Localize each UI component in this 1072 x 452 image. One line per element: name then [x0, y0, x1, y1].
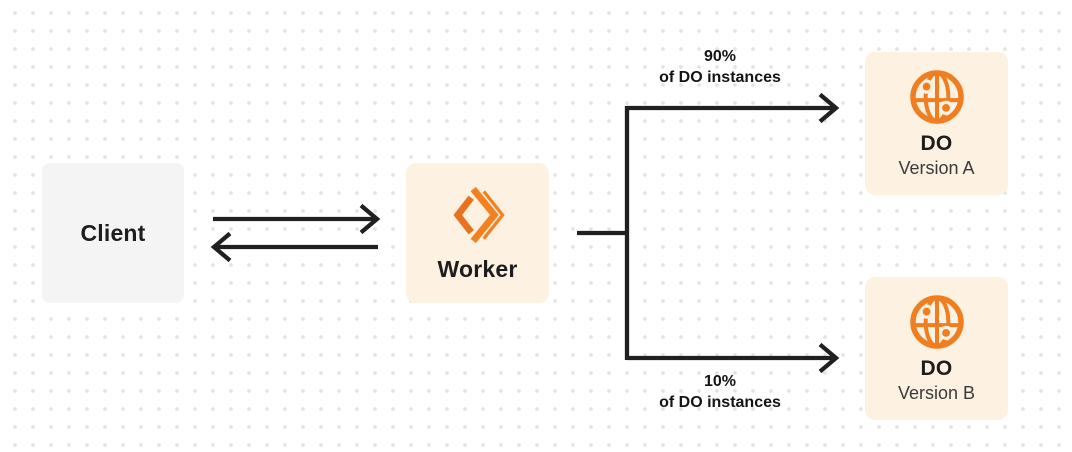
- edge-label-90-percent: 90% of DO instances: [620, 46, 820, 88]
- arrow-to-do-version-b: [627, 342, 840, 374]
- node-do-version-b: DO Version B: [865, 277, 1008, 420]
- do-a-version-label: Version A: [898, 158, 975, 178]
- arrow-client-to-worker: [213, 203, 381, 235]
- arrow-to-do-version-a: [627, 92, 840, 124]
- do-b-version-label: Version B: [897, 383, 976, 403]
- client-label: Client: [80, 219, 146, 246]
- globe-icon: [909, 70, 964, 124]
- edge-caption-text: of DO instances: [659, 69, 781, 86]
- arrow-worker-to-client: [210, 231, 378, 263]
- edge-percent-text: 90%: [703, 48, 737, 65]
- node-client: Client: [42, 163, 184, 303]
- split-trunk-line: [577, 106, 630, 360]
- edge-label-10-percent: 10% of DO instances: [620, 371, 820, 413]
- worker-label: Worker: [437, 255, 518, 282]
- edge-percent-text: 10%: [703, 373, 737, 390]
- node-worker: Worker: [406, 163, 549, 303]
- node-do-version-a: DO Version A: [865, 52, 1008, 195]
- globe-icon: [909, 295, 964, 349]
- workers-brackets-icon: [452, 186, 505, 243]
- do-b-label: DO: [920, 357, 953, 380]
- edge-caption-text: of DO instances: [659, 394, 781, 411]
- do-a-label: DO: [920, 132, 953, 155]
